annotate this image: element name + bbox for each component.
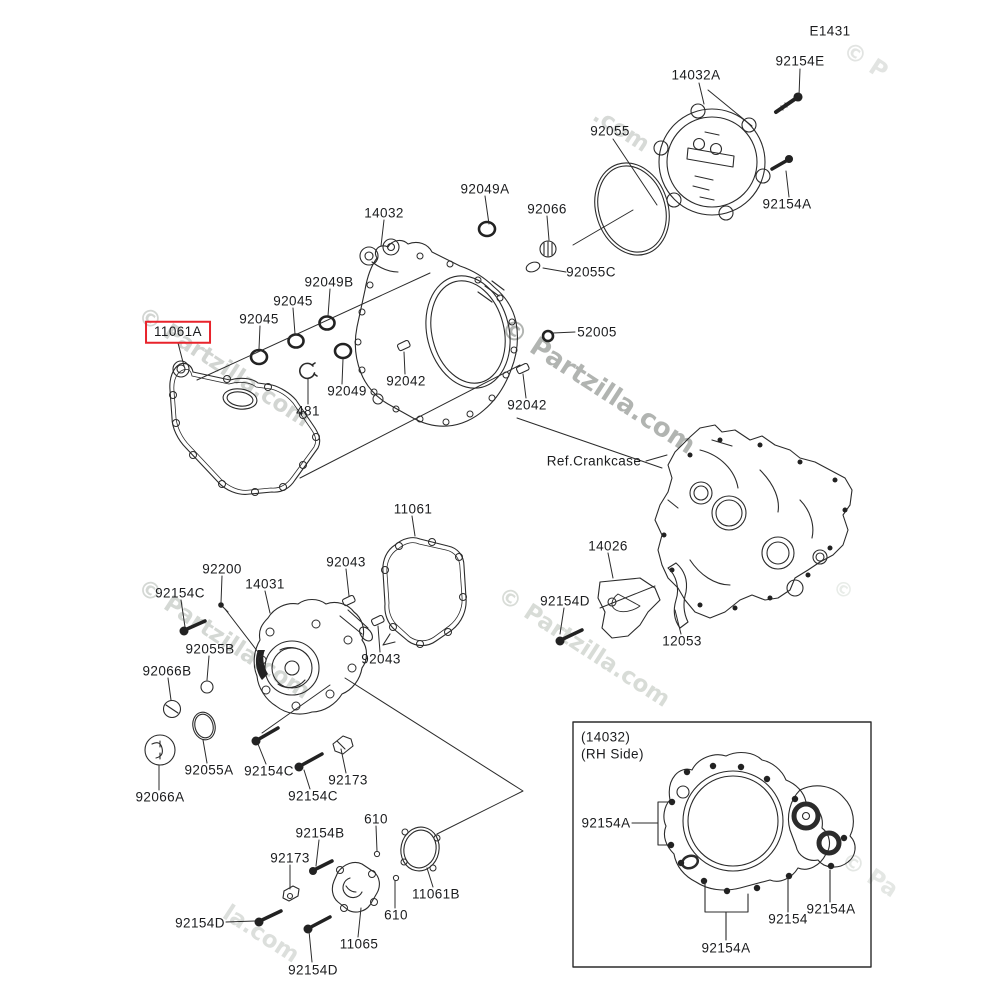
- guard-14026-drawing: [555, 562, 689, 646]
- part-label-92154A-top[interactable]: 92154A: [762, 196, 812, 212]
- part-label-92045-2[interactable]: 92045: [239, 311, 279, 327]
- leader-lines: [158, 68, 801, 963]
- part-label-92154B[interactable]: 92154B: [295, 825, 345, 841]
- part-label-92066[interactable]: 92066: [527, 201, 567, 217]
- part-label-92154C-1[interactable]: 92154C: [155, 585, 205, 601]
- part-label-92055A[interactable]: 92055A: [184, 762, 234, 778]
- part-label-E1431: E1431: [809, 23, 851, 39]
- small-parts-left-drawing: [144, 619, 354, 772]
- part-label-11061B[interactable]: 11061B: [412, 886, 460, 902]
- gasket-11061-drawing: [381, 537, 467, 648]
- part-label-92154D-1[interactable]: 92154D: [175, 915, 225, 931]
- part-label-610-2[interactable]: 610: [384, 907, 408, 923]
- bottom-cover-group-drawing: [254, 826, 441, 934]
- part-label-92154E[interactable]: 92154E: [775, 53, 825, 69]
- part-label-inset-title-2: (RH Side): [581, 746, 644, 762]
- part-label-92043-1[interactable]: 92043: [326, 554, 366, 570]
- oring-92055-drawing: [594, 162, 670, 256]
- part-label-ref-crankcase: Ref.Crankcase: [546, 453, 642, 469]
- pump-cover-14031-drawing: [218, 594, 385, 715]
- part-label-52005[interactable]: 52005: [577, 324, 617, 340]
- part-label-92154-inset[interactable]: 92154: [768, 911, 808, 927]
- gasket-11061A-drawing: [169, 360, 321, 496]
- part-label-92045-1[interactable]: 92045: [273, 293, 313, 309]
- part-label-inset-title-1: (14032): [581, 729, 631, 745]
- part-label-11061A[interactable]: 11061A: [145, 320, 211, 344]
- part-label-92154C-2[interactable]: 92154C: [244, 763, 294, 779]
- part-label-92055B[interactable]: 92055B: [185, 641, 235, 657]
- part-label-14032A[interactable]: 14032A: [671, 67, 721, 83]
- part-label-92154D-2[interactable]: 92154D: [288, 962, 338, 978]
- part-label-92066A[interactable]: 92066A: [135, 789, 185, 805]
- inset-box: [572, 721, 872, 968]
- part-label-11065[interactable]: 11065: [339, 936, 379, 952]
- part-label-11061[interactable]: 11061: [393, 501, 433, 517]
- part-label-92154A-inset-b[interactable]: 92154A: [701, 940, 751, 956]
- part-label-92042-1[interactable]: 92042: [386, 373, 426, 389]
- part-label-14026[interactable]: 14026: [588, 538, 628, 554]
- part-label-92173-1[interactable]: 92173: [328, 772, 368, 788]
- part-label-14031[interactable]: 14031: [245, 576, 285, 592]
- part-label-610-1[interactable]: 610: [364, 811, 388, 827]
- part-label-14032[interactable]: 14032: [364, 205, 404, 221]
- part-label-12053[interactable]: 12053: [662, 633, 702, 649]
- part-label-92154A-inset-r[interactable]: 92154A: [806, 901, 856, 917]
- cover-14032-drawing: [354, 238, 518, 427]
- part-label-92066B[interactable]: 92066B: [142, 663, 192, 679]
- part-label-92154A-inset-l[interactable]: 92154A: [581, 815, 631, 831]
- part-label-481[interactable]: 481: [296, 403, 320, 419]
- part-label-92049A[interactable]: 92049A: [460, 181, 510, 197]
- part-label-92055[interactable]: 92055: [590, 123, 630, 139]
- misc-small-parts: [299, 240, 557, 380]
- part-label-92154C-3[interactable]: 92154C: [288, 788, 338, 804]
- part-label-92049[interactable]: 92049: [327, 383, 367, 399]
- part-label-92049B[interactable]: 92049B: [304, 274, 354, 290]
- part-label-92154D-mid[interactable]: 92154D: [540, 593, 590, 609]
- part-label-92043-2[interactable]: 92043: [361, 651, 401, 667]
- part-label-92055C[interactable]: 92055C: [566, 264, 616, 280]
- crankcase-drawing: [654, 424, 853, 619]
- part-label-92173-2[interactable]: 92173: [270, 850, 310, 866]
- part-label-92200[interactable]: 92200: [202, 561, 242, 577]
- part-label-92042-2[interactable]: 92042: [507, 397, 547, 413]
- cover-14032A-drawing: [653, 103, 771, 221]
